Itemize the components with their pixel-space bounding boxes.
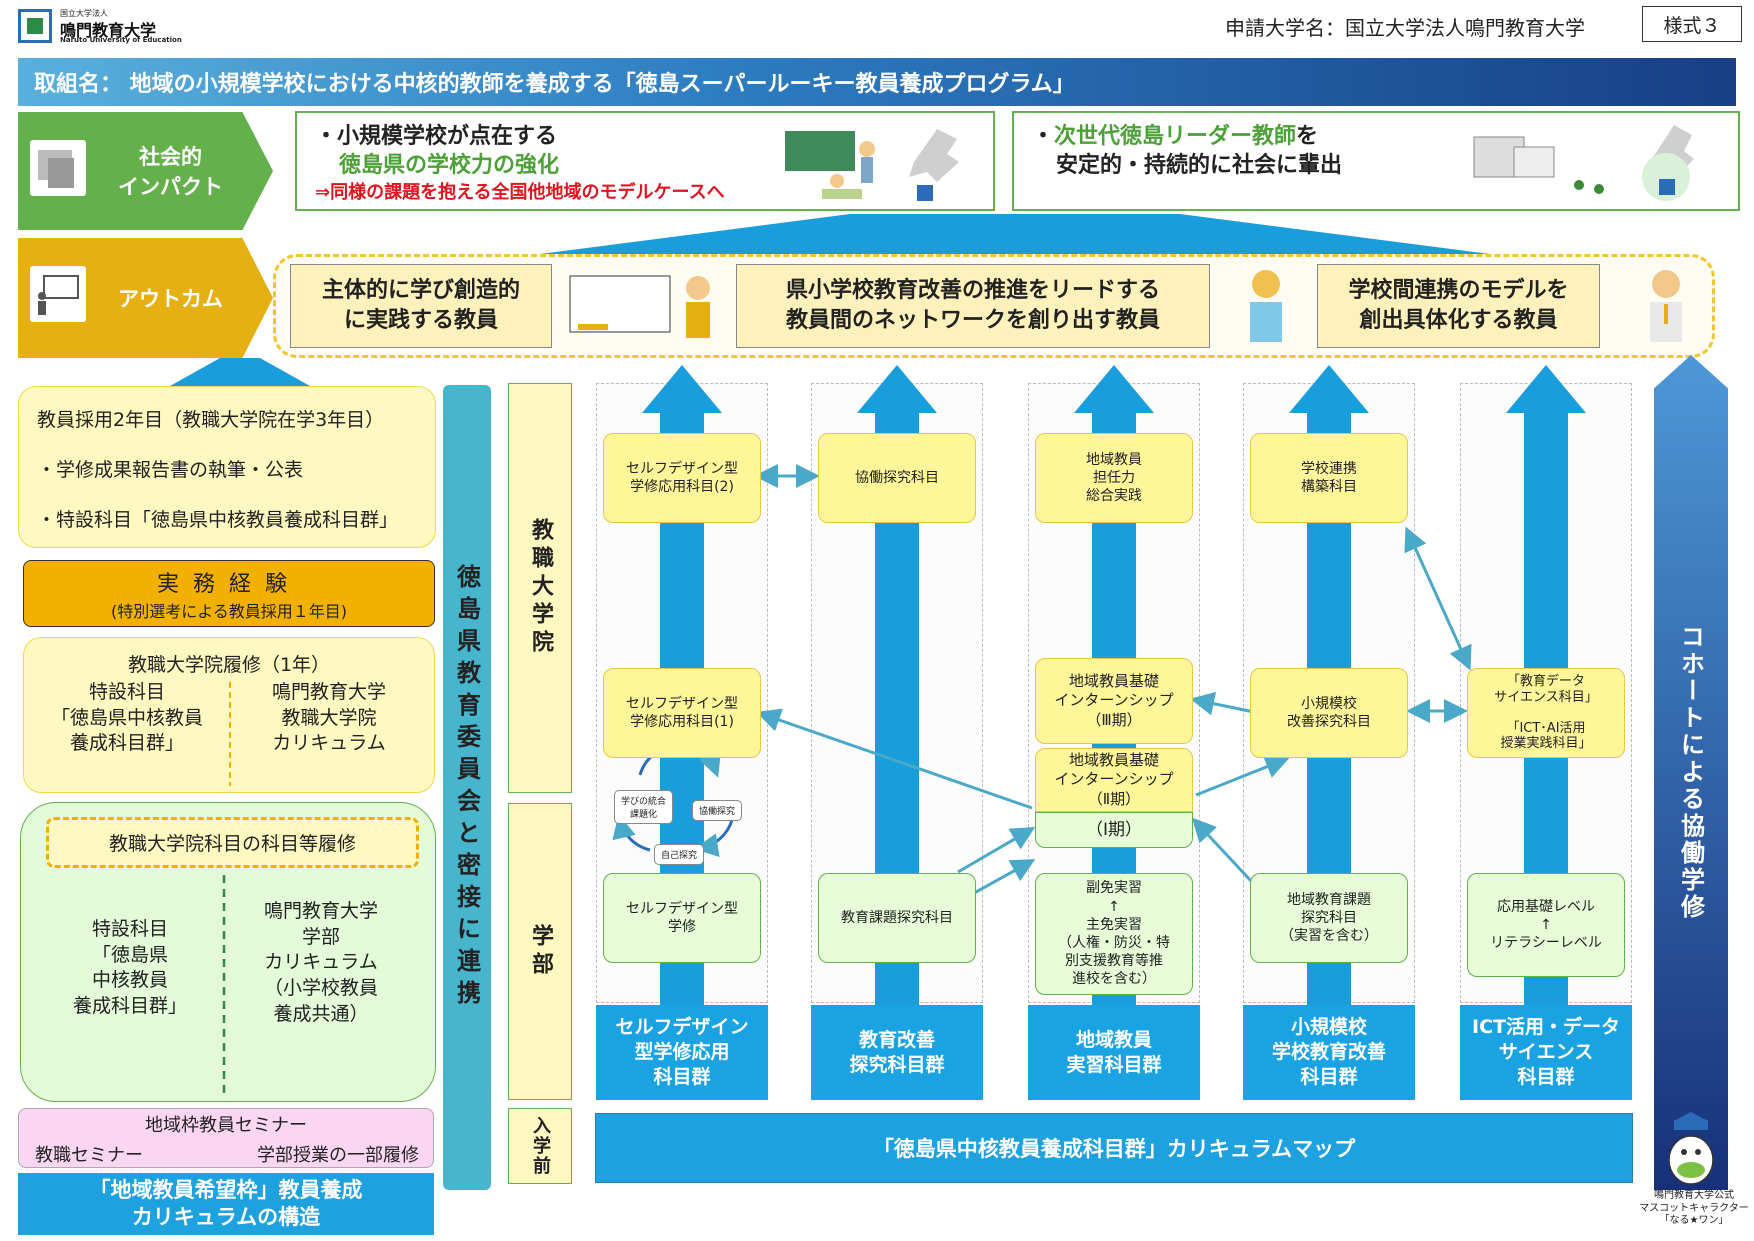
work-experience-box: 実務経験 (特別選考による教員採用１年目) bbox=[23, 560, 435, 627]
column-label-1: セルフデザイン 型学修応用 科目群 bbox=[596, 1005, 768, 1100]
female-teacher-illustration bbox=[1250, 270, 1282, 342]
impact-1-line3: ⇒同様の課題を抱える全国他地域のモデルケースへ bbox=[315, 182, 725, 203]
node-internship-3: 地域教員基礎 インターンシップ （Ⅲ期） bbox=[1035, 658, 1193, 744]
grad-divider bbox=[229, 682, 231, 786]
outcome-to-impact-arrow bbox=[540, 214, 1490, 254]
logo-english: Naruto University of Education bbox=[60, 36, 182, 44]
partial-course-audit: 学部授業の一部履修 bbox=[257, 1145, 419, 1166]
node-self-design-base: セルフデザイン型 学修 bbox=[603, 873, 761, 963]
school-map-illustration bbox=[1473, 125, 1694, 201]
impact-2-highlight: 次世代徳島リーダー教師 bbox=[1054, 124, 1297, 149]
year-two-title: 教員採用2年目（教職大学院在学3年目） bbox=[37, 409, 385, 431]
outcome-label: アウトカム bbox=[118, 287, 223, 311]
year-two-box: 教員採用2年目（教職大学院在学3年目） ・学修成果報告書の執筆・公表 ・特設科目… bbox=[18, 386, 436, 548]
stage-undergrad: 学部 bbox=[508, 803, 572, 1100]
undergrad-special-course: 特設科目 「徳島県 中核教員 養成科目群」 bbox=[72, 918, 187, 1017]
column-label-2: 教育改善 探究科目群 bbox=[811, 1005, 983, 1100]
node-school-collaboration: 学校連携 構築科目 bbox=[1250, 433, 1408, 523]
mascot-icon bbox=[1668, 1112, 1714, 1185]
stage-pre-admission: 入学前 bbox=[508, 1108, 572, 1184]
impact-box-1: ・小規模学校が点在する 徳島県の学校力の強化 ⇒同様の課題を抱える全国他地域のモ… bbox=[295, 111, 995, 211]
node-small-school: 小規模校 改善探究科目 bbox=[1250, 668, 1408, 758]
applicant-name: 申請大学名：国立大学法人鳴門教育大学 bbox=[1225, 16, 1585, 40]
outcome-box-1: 主体的に学び創造的 に実践する教員 bbox=[290, 264, 552, 348]
impact-box-2: ・次世代徳島リーダー教師を 安定的・持続的に社会に輩出 bbox=[1012, 111, 1740, 211]
male-teacher-illustration bbox=[1650, 270, 1682, 342]
seminar-box: 地域枠教員セミナー 教職セミナー 学部授業の一部履修 bbox=[18, 1108, 434, 1168]
left-to-outcome-arrow bbox=[170, 358, 310, 386]
blackboard-teacher-illustration bbox=[569, 275, 710, 338]
impact-2-prefix: ・ bbox=[1032, 124, 1055, 149]
cycle-self-inquiry: 自己探究 bbox=[654, 844, 705, 865]
node-education-issues: 教育課題探究科目 bbox=[818, 873, 976, 963]
node-self-design-2: セルフデザイン型 学修応用科目(2) bbox=[603, 433, 761, 523]
work-title: 実務経験 bbox=[156, 571, 301, 597]
impact-2-line2: 安定的・持続的に社会に輩出 bbox=[1056, 153, 1343, 178]
regional-seminar: 地域枠教員セミナー bbox=[145, 1115, 307, 1136]
impact-2-suffix: を bbox=[1296, 124, 1319, 149]
grad-special-course: 特設科目 「徳島県中核教員 養成科目群」 bbox=[50, 681, 203, 755]
column-arrowhead-2 bbox=[857, 365, 937, 413]
node-teaching-practice: 副免実習 ↑ 主免実習 （人権・防災・特 別支援教育等推 進校を含む） bbox=[1035, 873, 1193, 995]
impact-label: 社会的 インパクト bbox=[118, 145, 223, 199]
mascot-caption: 鳴門教育大学公式 マスコットキャラクター 「なる★ワン」 bbox=[1639, 1190, 1749, 1226]
node-regional-issues: 地域教育課題 探究科目 （実習を含む） bbox=[1250, 873, 1408, 963]
grad-curriculum: 鳴門教育大学 教職大学院 カリキュラム bbox=[271, 681, 386, 755]
curriculum-map-bar: 「徳島県中核教員養成科目群」カリキュラムマップ bbox=[595, 1113, 1633, 1183]
impact-1-line1: ・小規模学校が点在する bbox=[315, 124, 558, 149]
column-label-5: ICT活用・データ サイエンス 科目群 bbox=[1460, 1005, 1632, 1100]
column-arrowhead-1 bbox=[642, 365, 722, 413]
column-arrowhead-5 bbox=[1506, 365, 1586, 413]
logo-name: 鳴門教育大学 bbox=[60, 21, 157, 40]
node-internship-2: 地域教員基礎 インターンシップ （Ⅱ期） bbox=[1035, 748, 1193, 812]
teacher-icon bbox=[30, 266, 86, 322]
grad-school-box: 教職大学院履修（1年） 特設科目 「徳島県中核教員 養成科目群」 鳴門教育大学 … bbox=[23, 637, 435, 793]
cycle-integration: 学びの統合 課題化 bbox=[614, 790, 674, 824]
year-two-item2: ・特設科目「徳島県中核教員養成科目群」 bbox=[37, 509, 399, 531]
university-logo: 国立大学法人 鳴門教育大学 Naruto University of Educa… bbox=[18, 6, 218, 46]
cohort-learning-arrow: コホートによる協働学修 bbox=[1654, 355, 1728, 1190]
board-of-education-bar: 徳島県教育委員会と密接に連携 bbox=[443, 385, 491, 1190]
logo-mark-icon bbox=[18, 9, 52, 43]
column-label-4: 小規模校 学校教育改善 科目群 bbox=[1243, 1005, 1415, 1100]
outcome-chevron: アウトカム bbox=[18, 238, 273, 358]
outcome-box-3: 学校間連携のモデルを 創出具体化する教員 bbox=[1317, 264, 1600, 348]
node-collaborative-inquiry: 協働探究科目 bbox=[818, 433, 976, 523]
column-label-3: 地域教員 実習科目群 bbox=[1028, 1005, 1200, 1100]
node-self-design-1: セルフデザイン型 学修応用科目(1) bbox=[603, 668, 761, 758]
form-label: 様式３ bbox=[1642, 6, 1742, 42]
logo-small-text: 国立大学法人 bbox=[60, 9, 108, 18]
undergrad-curriculum: 鳴門教育大学 学部 カリキュラム （小学校教員 養成共通） bbox=[263, 900, 378, 1025]
column-arrowhead-3 bbox=[1074, 365, 1154, 413]
impact-1-line2: 徳島県の学校力の強化 bbox=[339, 153, 560, 178]
column-arrowhead-4 bbox=[1289, 365, 1369, 413]
program-title: 取組名： 地域の小規模学校における中核的教師を養成する「徳島スーパールーキー教員… bbox=[18, 58, 1736, 106]
node-internship-1: （Ⅰ期） bbox=[1035, 812, 1193, 848]
classroom-map-illustration bbox=[785, 129, 959, 201]
teaching-seminar: 教職セミナー bbox=[35, 1145, 143, 1166]
work-subtitle: (特別選考による教員採用１年目) bbox=[110, 601, 347, 621]
grad-course-audit: 教職大学院科目の科目等履修 bbox=[46, 817, 419, 868]
impact-chevron: 社会的 インパクト bbox=[18, 112, 273, 230]
node-data-science: 「教育データ サイエンス科目」 「ICT･AI活用 授業実践科目」 bbox=[1467, 668, 1625, 758]
year-two-item1: ・学修成果報告書の執筆・公表 bbox=[37, 459, 304, 481]
curriculum-structure-label: 「地域教員希望枠」教員養成 カリキュラムの構造 bbox=[18, 1173, 434, 1235]
outcome-box-2: 県小学校教育改善の推進をリードする 教員間のネットワークを創り出す教員 bbox=[736, 264, 1210, 348]
stage-grad-school: 教職大学院 bbox=[508, 383, 572, 793]
undergrad-divider bbox=[222, 875, 226, 1095]
impact-icon bbox=[30, 140, 86, 196]
node-literacy-level: 応用基礎レベル ↑ リテラシーレベル bbox=[1467, 873, 1625, 977]
grad-title: 教職大学院履修（1年） bbox=[127, 654, 331, 676]
node-homeroom-practice: 地域教員 担任力 総合実践 bbox=[1035, 433, 1193, 523]
cycle-collaboration: 協働探究 bbox=[692, 800, 743, 821]
